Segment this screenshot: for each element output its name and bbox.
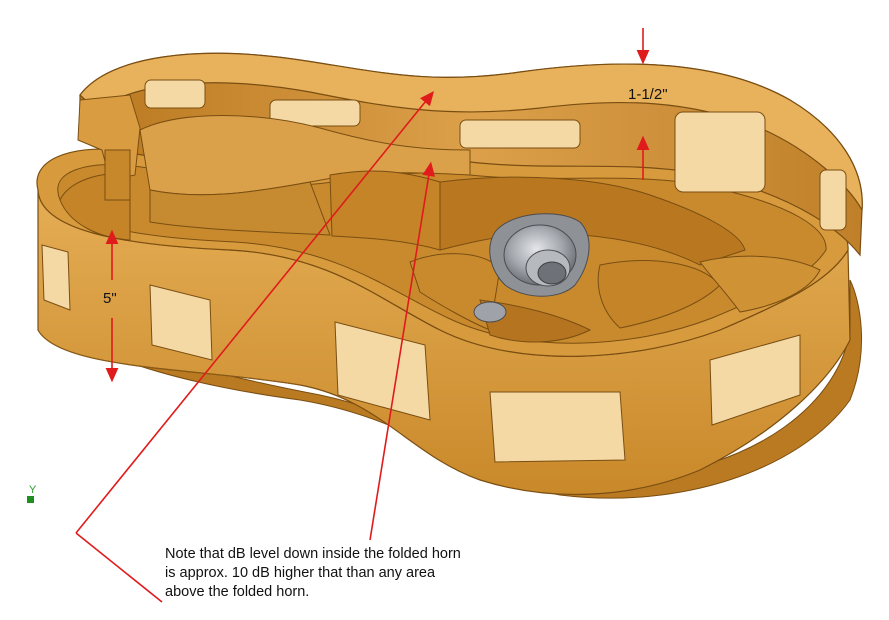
slot (269, 99, 361, 127)
leader-line (75, 532, 163, 603)
slot (459, 119, 581, 149)
dimension-arrows (105, 28, 650, 383)
horn-chambers (59, 115, 821, 343)
axis-y-label: Y (29, 484, 37, 496)
slot (144, 79, 206, 109)
slot (489, 391, 626, 463)
note-line: above the folded horn. (165, 584, 310, 600)
slot (334, 321, 431, 421)
front-wall-slots (41, 244, 801, 463)
dimension-label-top: 1-1/2" (628, 86, 668, 103)
note-line: is approx. 10 dB higher that than any ar… (165, 565, 436, 581)
axis-triad-icon (27, 496, 34, 503)
annotation-note: Note that dB level down inside the folde… (165, 545, 545, 602)
slot (709, 334, 801, 426)
dimension-label-side: 5" (103, 290, 117, 307)
leader-line (369, 161, 436, 541)
slot (41, 244, 71, 311)
note-leaders (75, 91, 436, 603)
end-block (77, 94, 141, 201)
note-line: Note that dB level down inside the folde… (165, 546, 461, 562)
back-band-slots (144, 79, 847, 231)
slot (819, 169, 847, 231)
slot (149, 284, 213, 361)
driver-unit (473, 213, 590, 323)
leader-line (75, 91, 435, 534)
slot (674, 111, 766, 193)
